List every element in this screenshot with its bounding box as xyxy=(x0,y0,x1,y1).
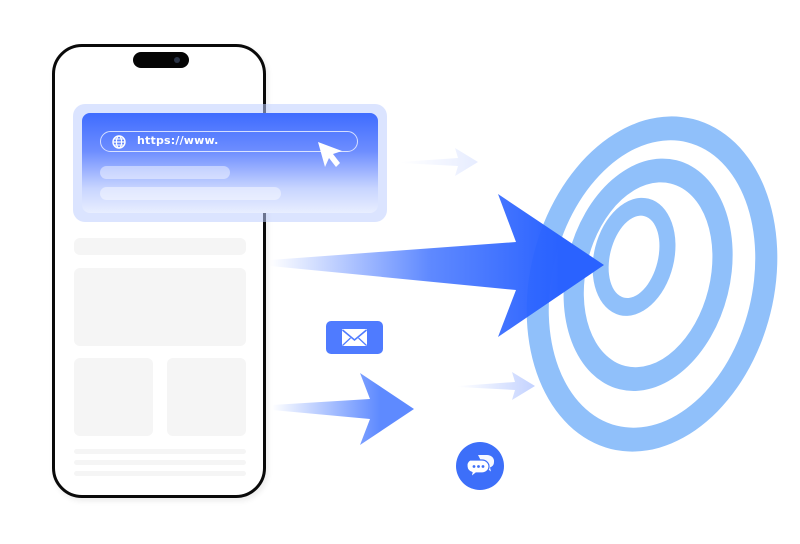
skeleton-header-bar xyxy=(74,238,246,255)
skeleton-text-line xyxy=(74,460,246,465)
dynamic-island xyxy=(133,52,189,68)
card-placeholder-line xyxy=(100,187,281,200)
card-placeholder-line xyxy=(100,166,230,179)
large-arrow-icon xyxy=(270,194,604,337)
skeleton-banner-block xyxy=(74,268,246,346)
envelope-icon xyxy=(326,321,383,354)
pointer-cursor-icon xyxy=(318,142,342,167)
skeleton-text-line xyxy=(74,449,246,454)
front-camera xyxy=(174,57,180,63)
medium-arrow-icon xyxy=(272,373,414,445)
url-bar[interactable] xyxy=(100,131,358,152)
chat-bubbles-icon xyxy=(456,442,504,490)
url-text: https://www. xyxy=(137,134,219,147)
small-arrow-icon xyxy=(400,148,478,176)
skeleton-card-right xyxy=(167,358,246,436)
small-arrow-icon xyxy=(458,372,535,400)
globe-icon xyxy=(112,135,126,149)
skeleton-text-line xyxy=(74,471,246,476)
skeleton-card-left xyxy=(74,358,153,436)
browser-card xyxy=(82,113,378,213)
